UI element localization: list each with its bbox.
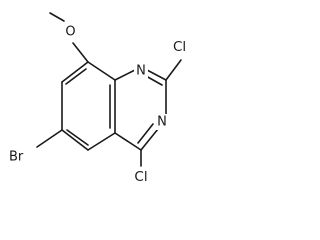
- atom-label-br: Br: [9, 150, 24, 165]
- chemical-structure: O N N Cl Cl Br: [9, 12, 186, 185]
- bond-c4-c4a: [114, 132, 142, 151]
- bond-c8a-n1: [114, 69, 136, 81]
- atom-label-cl2: Cl: [173, 39, 186, 55]
- bond-c6-br: [36, 129, 63, 148]
- bond-o-c8: [72, 42, 89, 63]
- atom-o-methoxy: O: [63, 23, 78, 40]
- atom-cl-4: Cl: [134, 169, 147, 185]
- bond-n1-c2-inner: [145, 75, 163, 86]
- bond-c8-c7-inner: [65, 68, 87, 85]
- bond-n3-c4: [140, 128, 159, 151]
- bond-c8-c7: [61, 61, 89, 83]
- atom-br-6: Br: [9, 150, 24, 165]
- bond-c6-c5: [61, 129, 89, 151]
- atom-label-cl4: Cl: [134, 169, 147, 185]
- bond-methyl-o: [49, 12, 65, 22]
- bond-c2-cl: [165, 59, 182, 81]
- bond-c6-c5-inner: [66, 129, 89, 146]
- bond-c5-c4a: [87, 132, 116, 151]
- atom-label-n3: N: [157, 115, 167, 130]
- bond-n1-c2: [146, 69, 167, 81]
- atom-label-o: O: [65, 25, 75, 40]
- atom-label-n1: N: [136, 64, 146, 79]
- atom-n1: N: [134, 63, 148, 79]
- bond-n3-c4-inner: [137, 123, 154, 144]
- atom-label-layer: O N N Cl Cl Br: [9, 23, 186, 185]
- bond-c8a-c8: [87, 61, 116, 81]
- atom-n3: N: [155, 114, 169, 130]
- bond-layer: [36, 12, 182, 167]
- atom-cl-2: Cl: [173, 39, 186, 55]
